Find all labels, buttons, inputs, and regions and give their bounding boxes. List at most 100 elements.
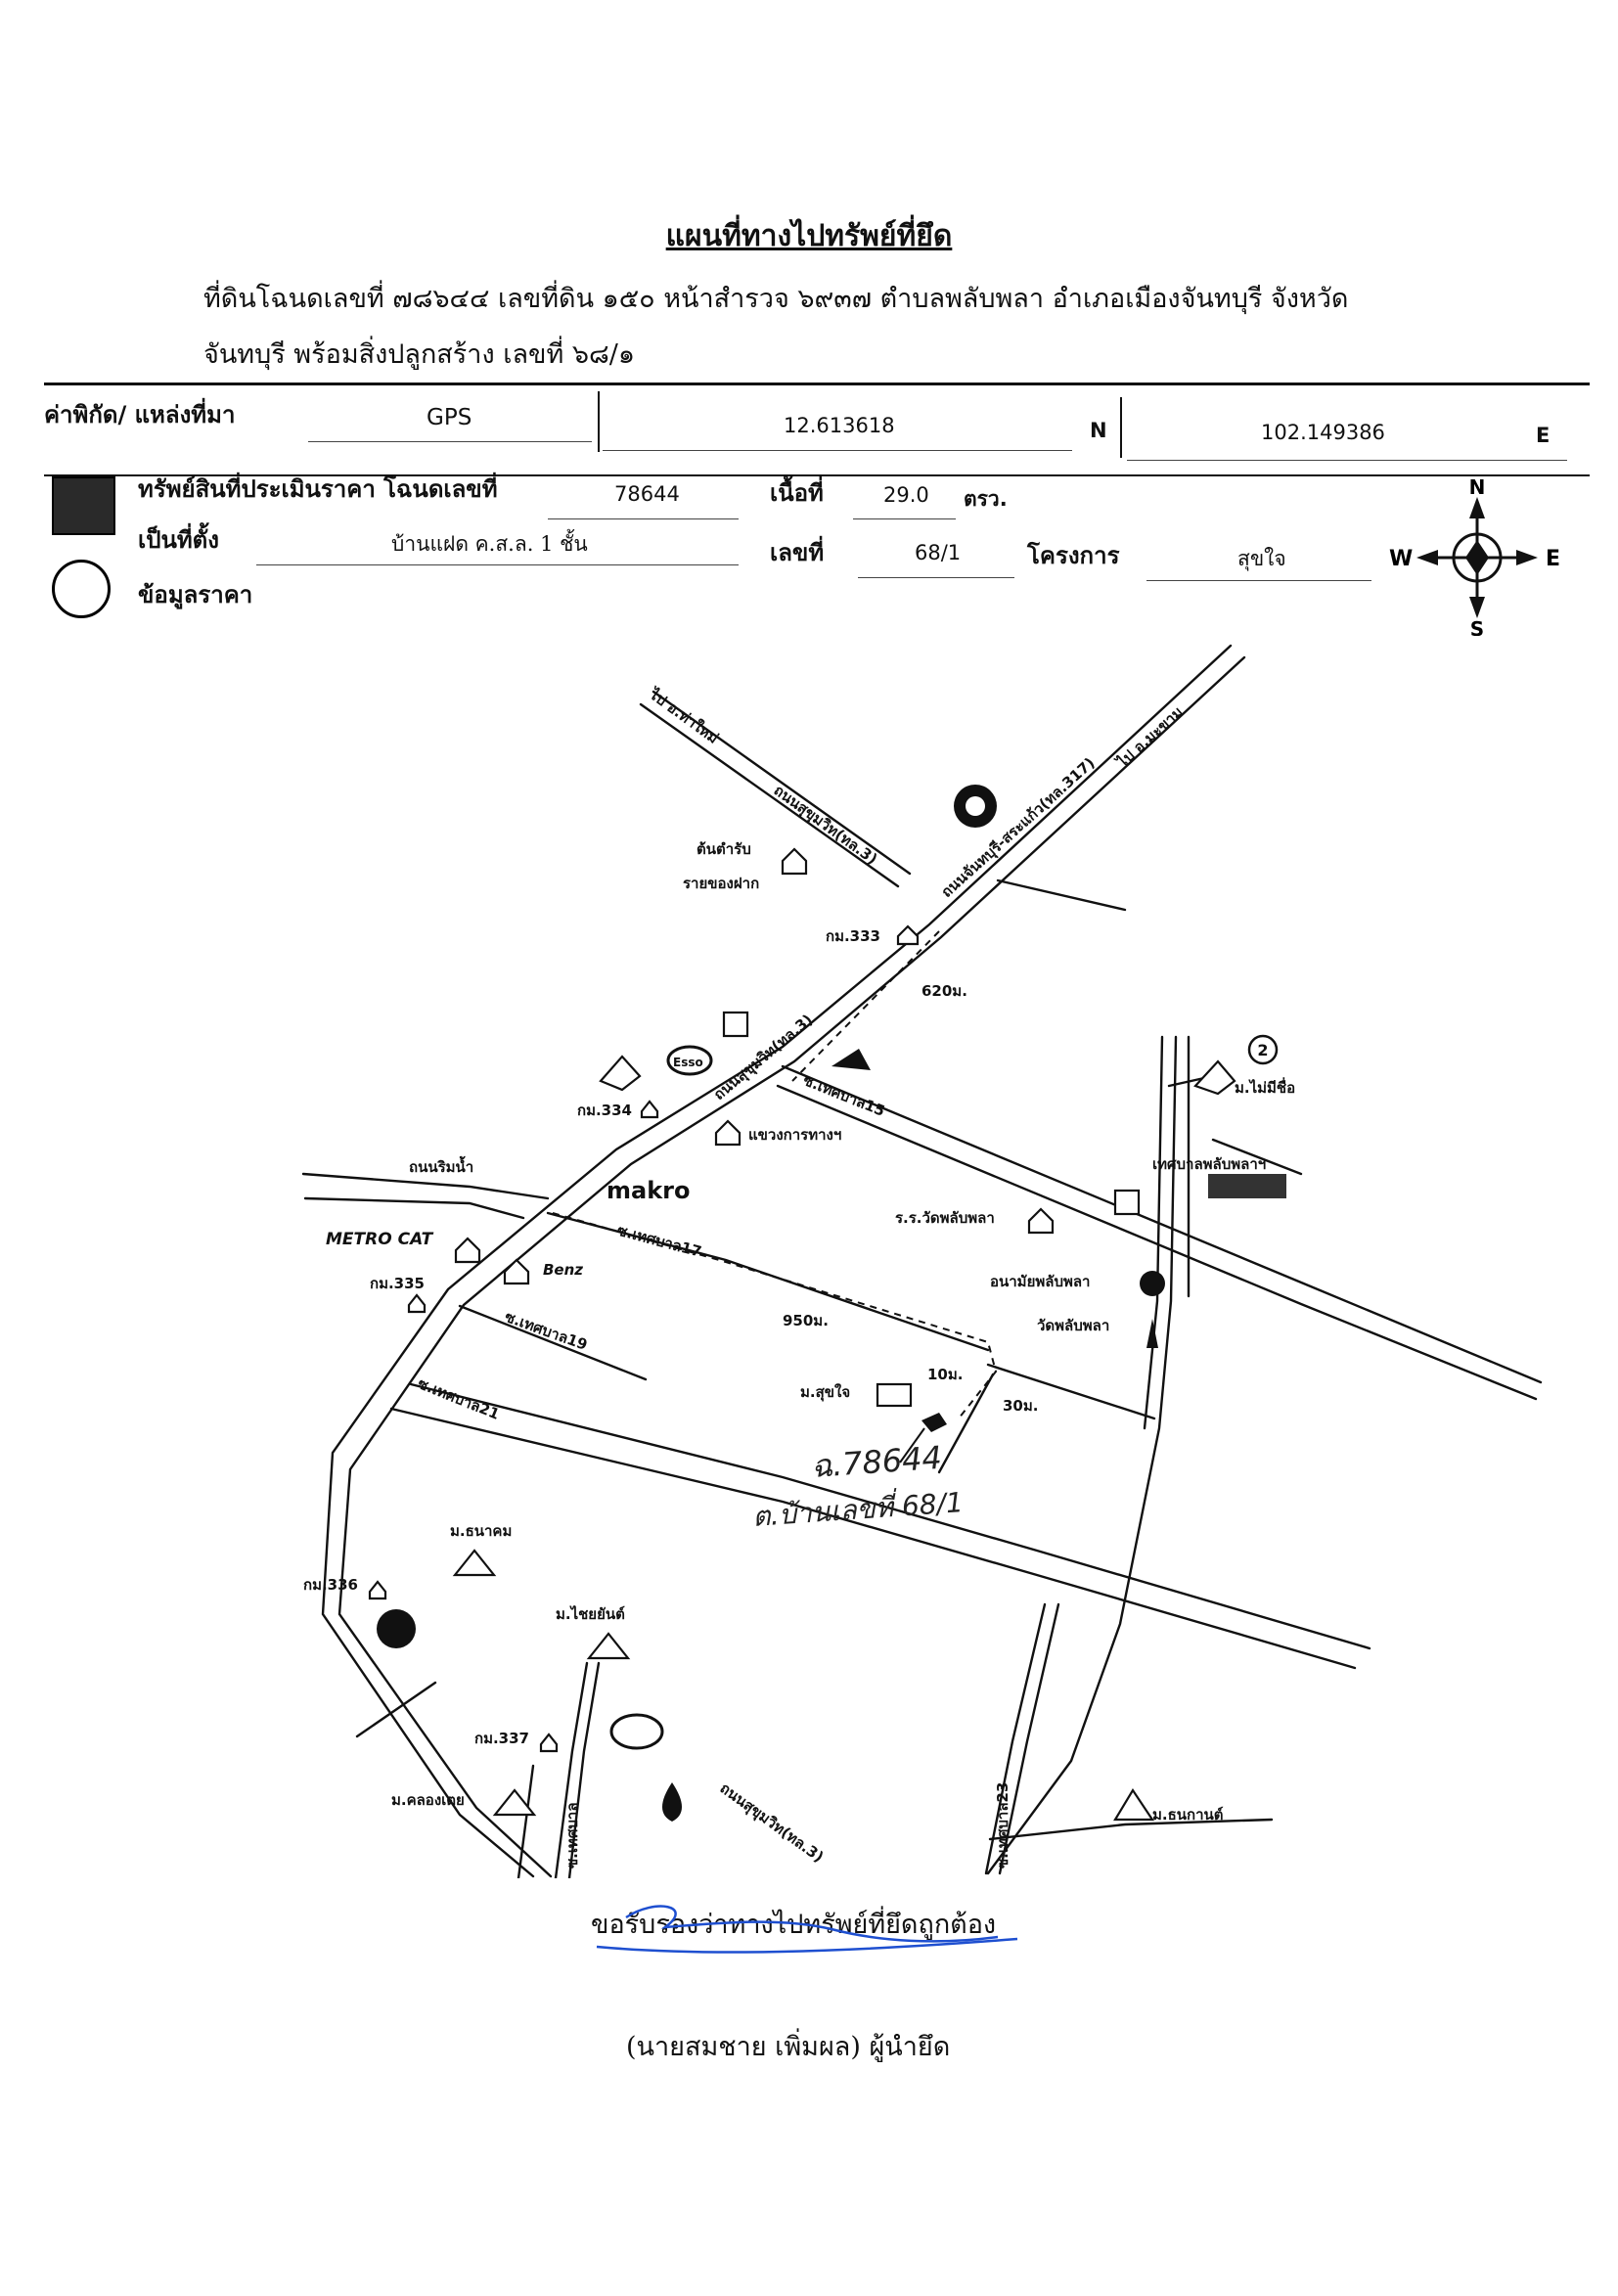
compass-n: N bbox=[1469, 479, 1486, 499]
house-icon-metro bbox=[454, 1237, 481, 1264]
label-km333: กม.333 bbox=[826, 927, 880, 945]
km-post-icon-334 bbox=[640, 1100, 659, 1119]
logo-icon-top-inner bbox=[966, 796, 985, 816]
km-post-icon-336 bbox=[368, 1580, 387, 1600]
label-metro-cat: METRO CAT bbox=[326, 1230, 434, 1249]
label-km337: กม.337 bbox=[474, 1730, 529, 1747]
longitude-value: 102.149386 bbox=[1261, 421, 1385, 444]
label-dist950: 950ม. bbox=[783, 1312, 829, 1329]
building-icon-khlongloei bbox=[492, 1788, 537, 1817]
house-icon-benz bbox=[503, 1258, 530, 1285]
bottom-road-a bbox=[554, 1661, 589, 1878]
project-label: โครงการ bbox=[1027, 542, 1120, 569]
coords-divider-1 bbox=[598, 391, 600, 452]
thesaban-building-icon bbox=[1208, 1174, 1286, 1198]
route-to-asset bbox=[552, 930, 998, 1419]
latitude-underline bbox=[603, 450, 1072, 451]
price-legend-circle bbox=[52, 560, 111, 618]
project-value: สุขใจ bbox=[1237, 547, 1286, 570]
thamai-road-b bbox=[652, 690, 912, 876]
label-soi21: ซ.เทศบาล21 bbox=[416, 1374, 503, 1423]
building-icon-thanakhom bbox=[452, 1549, 497, 1577]
coords-top-rule bbox=[44, 383, 1590, 385]
handwritten-deed: ฉ.78644 bbox=[810, 1439, 943, 1485]
label-esso: Esso bbox=[673, 1056, 703, 1069]
label-km336: กม.336 bbox=[303, 1576, 358, 1594]
handwritten-notes: ฉ.78644 ต.บ้านเลขที่ 68/1 bbox=[751, 1439, 965, 1533]
house-number-value: 68/1 bbox=[915, 541, 962, 564]
right-road-b bbox=[1143, 1035, 1164, 1430]
main-road-line-a bbox=[321, 644, 1233, 1878]
label-dist620: 620ม. bbox=[921, 982, 967, 1000]
deed-description-line1: ที่ดินโฉนดเลขที่ ๗๘๖๔๔ เลขที่ดิน ๑๕๐ หน้… bbox=[203, 284, 1349, 314]
building-icon-7-11-b bbox=[1113, 1189, 1141, 1216]
label-rai-khong-fak: รายของฝาก bbox=[683, 875, 759, 892]
soi15-road-b bbox=[781, 1064, 1543, 1384]
building-icon-km334 bbox=[599, 1055, 642, 1092]
label-chanthaburi-road: ถนนจันทบุรี-สระแก้ว(ทล.317) bbox=[938, 754, 1100, 902]
deed-description-line2: จันทบุรี พร้อมสิ่งปลูกสร้าง เลขที่ ๖๘/๑ bbox=[203, 339, 636, 370]
label-highway-office: แขวงการทางฯ bbox=[748, 1126, 841, 1144]
label-to-makham: ไป อ.มะขาม bbox=[1111, 702, 1186, 772]
drop-icon bbox=[662, 1782, 682, 1822]
label-soi23: ซ.เทศบาล23 bbox=[994, 1782, 1011, 1868]
label-soi-bottom: ซ.เทศบาล bbox=[563, 1802, 581, 1868]
temple-icon bbox=[1146, 1319, 1158, 1348]
compass-e: E bbox=[1546, 547, 1560, 571]
lower-right-road-b bbox=[984, 1602, 1047, 1875]
label-dist30: 30ม. bbox=[1003, 1397, 1038, 1415]
compass-w: W bbox=[1389, 547, 1413, 571]
thamai-road-a bbox=[639, 702, 900, 888]
label-thanakan: ม.ธนกานต์ bbox=[1152, 1806, 1224, 1823]
handwritten-house-number: ต.บ้านเลขที่ 68/1 bbox=[751, 1483, 965, 1533]
label-khlong-loei: ม.คลองเตย bbox=[391, 1791, 465, 1809]
bottom-road-c bbox=[517, 1764, 535, 1878]
soi15-road-a bbox=[776, 1084, 1538, 1401]
label-school: ร.ร.วัดพลับพลา bbox=[895, 1209, 995, 1227]
signer-name: (นายสมชาย เพิ่มผล) ผู้นำยึด bbox=[626, 2032, 951, 2062]
label-riverside: ถนนริมน้ำ bbox=[409, 1155, 473, 1176]
label-makro: makro bbox=[607, 1177, 691, 1204]
bottom-road-b bbox=[567, 1661, 601, 1878]
label-thesaban-plubpla: เทศบาลพลับพลาฯ bbox=[1152, 1155, 1266, 1173]
thesaban-spur bbox=[1211, 1138, 1303, 1176]
toyota-icon bbox=[609, 1713, 664, 1750]
label-dist10: 10ม. bbox=[927, 1366, 963, 1383]
soi19-road bbox=[458, 1304, 648, 1381]
area-underline bbox=[853, 518, 956, 519]
asset-label: ทรัพย์สินที่ประเมินราคา โฉนดเลขที่ bbox=[138, 475, 498, 503]
label-km334: กม.334 bbox=[577, 1102, 632, 1119]
honda-icon bbox=[831, 1049, 871, 1070]
riverside-road-a bbox=[301, 1172, 550, 1200]
building-icon-thanakan bbox=[1113, 1787, 1155, 1822]
number-label: เลขที่ bbox=[770, 539, 825, 566]
area-value: 29.0 bbox=[883, 483, 929, 507]
area-label: เนื้อที่ bbox=[770, 479, 824, 507]
label-circle-two: 2 bbox=[1257, 1041, 1268, 1059]
shell-icon bbox=[377, 1609, 416, 1648]
soi17-road bbox=[546, 1211, 990, 1352]
compass-s: S bbox=[1470, 617, 1484, 636]
deed-number-underline bbox=[548, 518, 739, 519]
page-title: แผนที่ทางไปทรัพย์ที่ยึด bbox=[665, 219, 953, 253]
location-value: บ้านแฝด ค.ส.ล. 1 ชั้น bbox=[391, 532, 588, 556]
asset-arrow bbox=[899, 1427, 925, 1463]
soi21-road-b bbox=[389, 1407, 1357, 1670]
esso-icon bbox=[666, 1045, 713, 1076]
coords-source-underline bbox=[308, 441, 592, 442]
label-soi17: ซ.เทศบาล17 bbox=[615, 1221, 703, 1260]
label-sukjai: ม.สุขใจ bbox=[800, 1383, 850, 1402]
spur-road bbox=[996, 878, 1127, 912]
house-icon-highway bbox=[714, 1119, 742, 1147]
asset-legend-swatch bbox=[52, 476, 115, 535]
road-network bbox=[301, 644, 1543, 1878]
signature-scribble bbox=[596, 1905, 1018, 1954]
building-icon-maimichue bbox=[1193, 1059, 1236, 1096]
area-unit: ตรว. bbox=[964, 487, 1008, 511]
coords-divider-2 bbox=[1120, 397, 1122, 458]
house-icon-school bbox=[1027, 1207, 1055, 1235]
location-underline bbox=[256, 564, 739, 565]
latitude-value: 12.613618 bbox=[784, 414, 895, 437]
project-underline bbox=[1146, 580, 1371, 581]
building-icon-sukjai bbox=[876, 1382, 913, 1408]
